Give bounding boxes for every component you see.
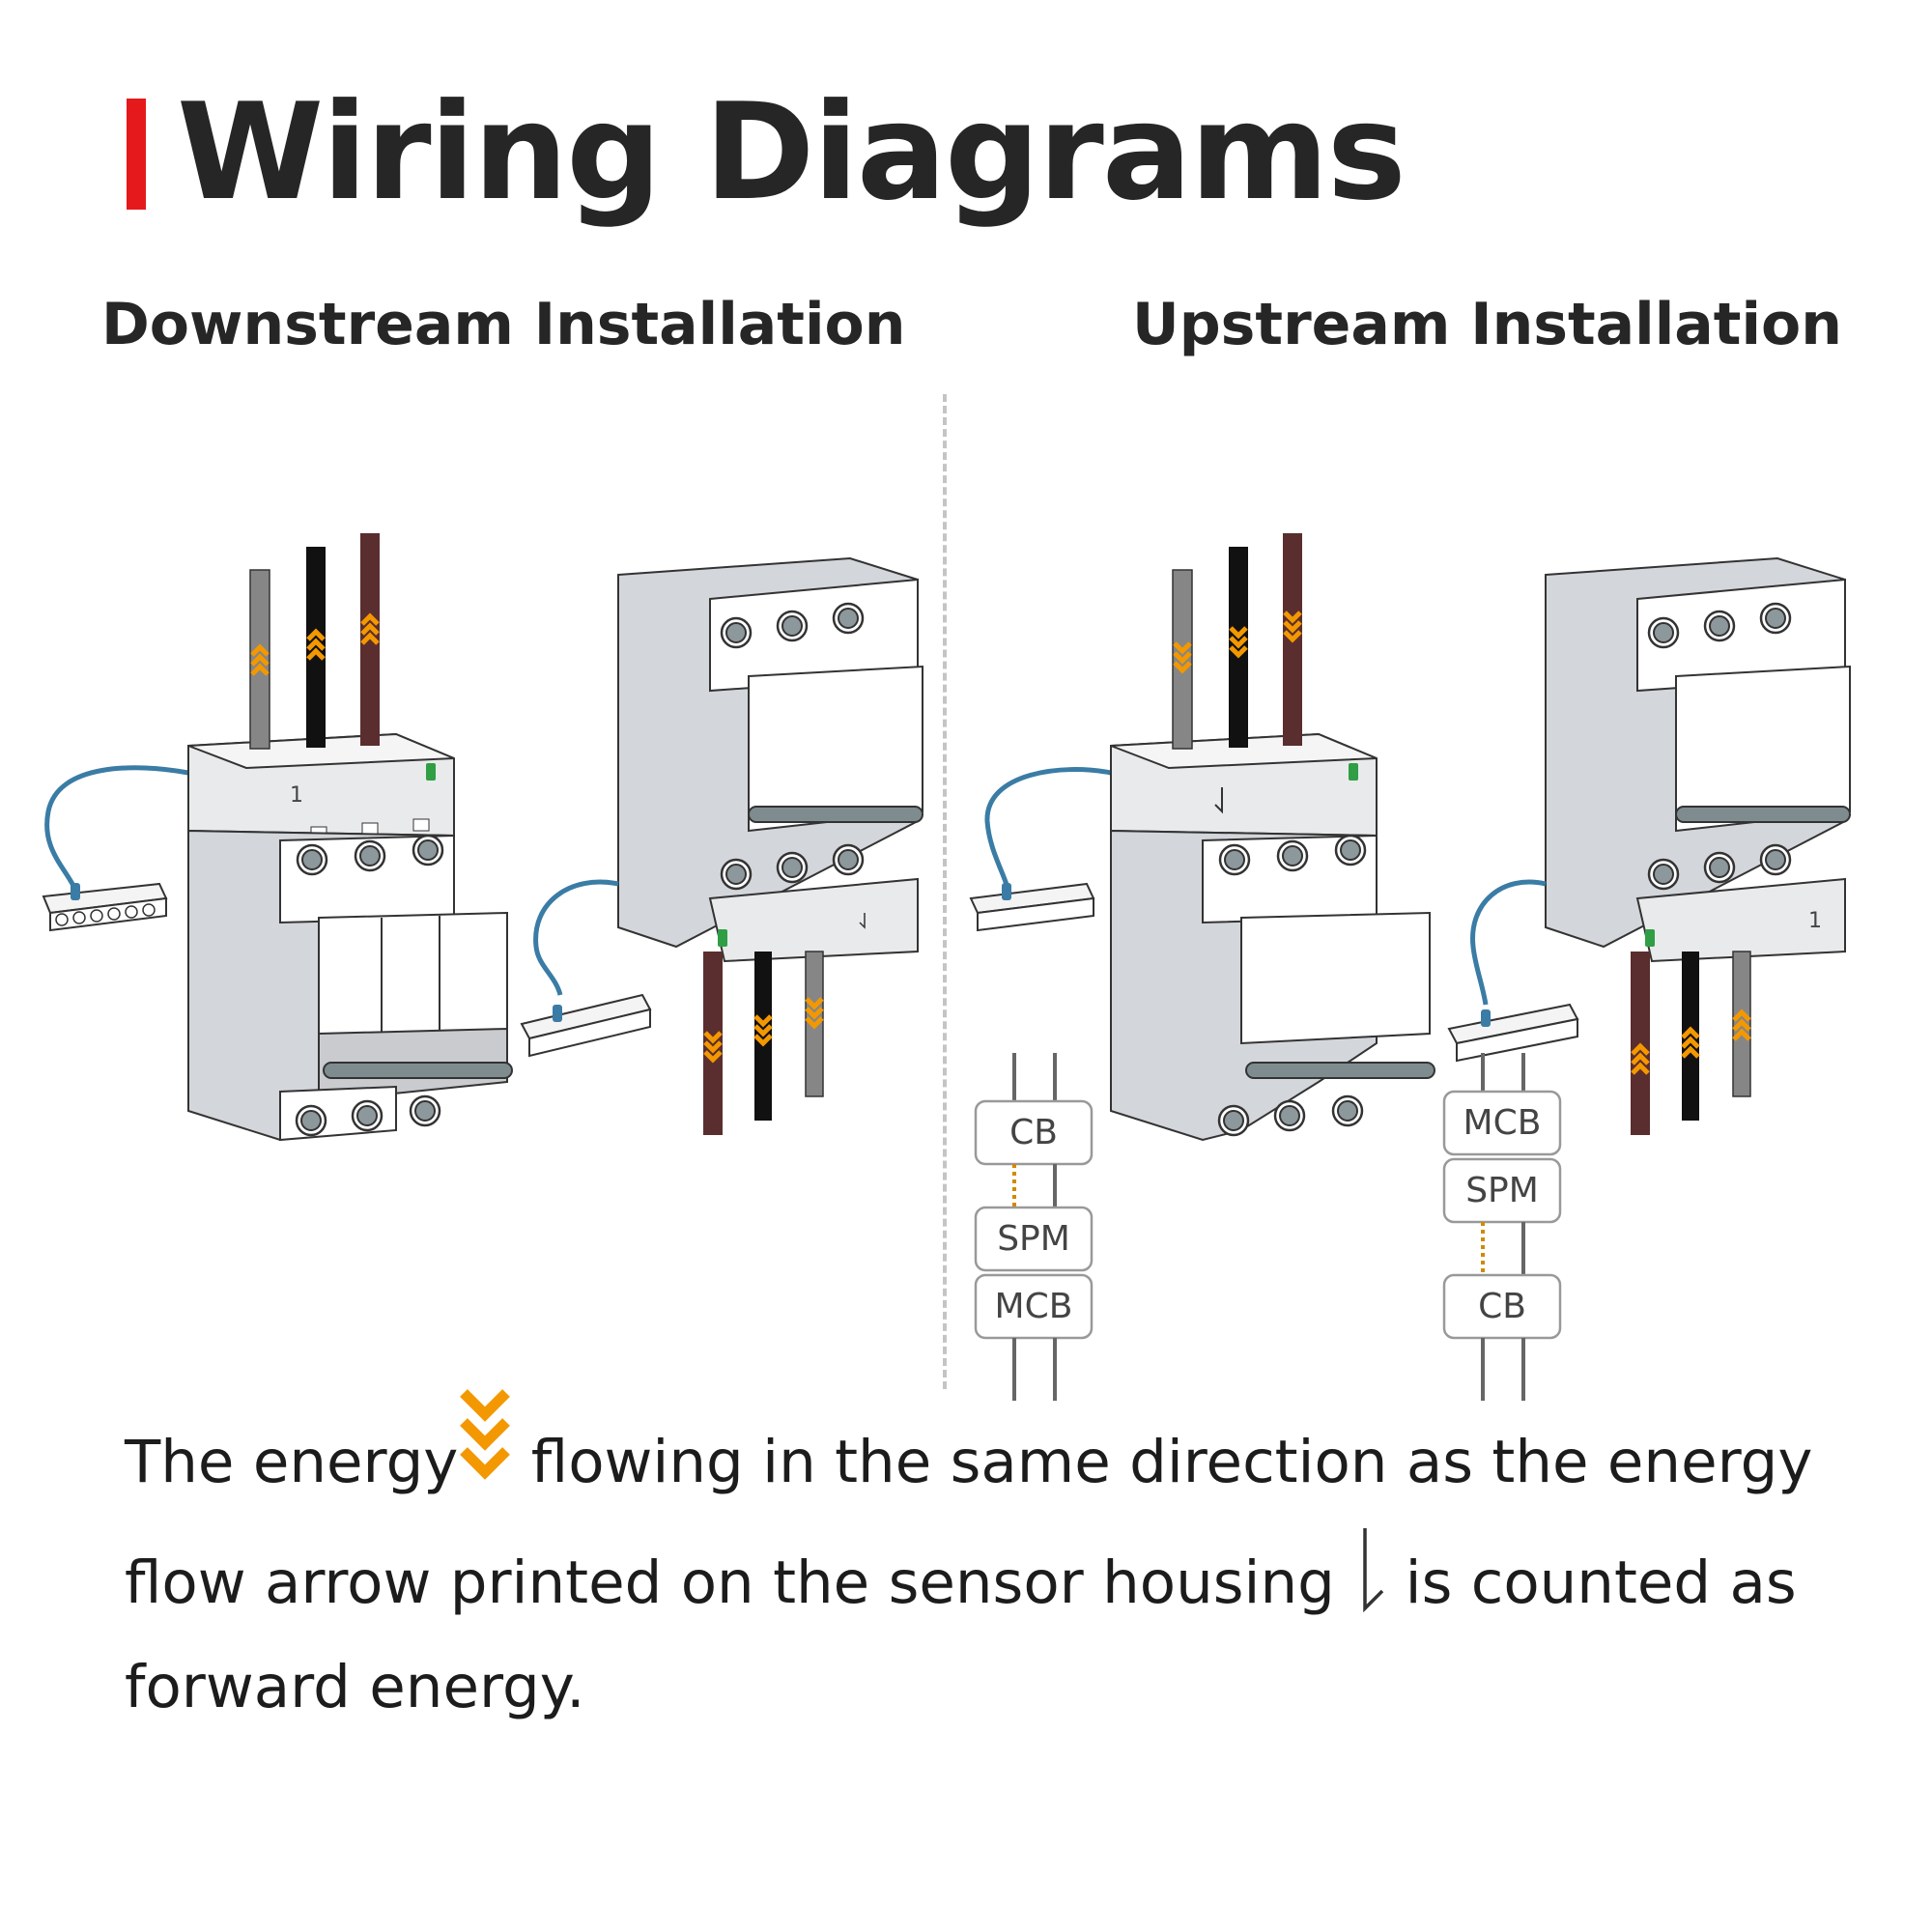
phase-wires-out-upstream (1631, 951, 1750, 1135)
sensor-number: 1 (290, 783, 303, 808)
chain-label-1: MCB (1463, 1103, 1542, 1143)
caption-part-2: flowing in the same direction as the ene… (125, 1428, 1832, 1617)
upstream-chain-diagram: MCB SPM CB (1442, 1053, 1562, 1401)
phase-wires-in-upstream (1172, 533, 1302, 750)
chain-label-1: CB (1009, 1113, 1058, 1152)
ground-terminal-bar (42, 882, 168, 932)
upstream-illustration: 1 (969, 533, 1851, 1142)
circuit-breaker-upstream (1110, 829, 1435, 1142)
breaker-with-sensor-upstream: 1 (1545, 556, 1851, 963)
downstream-chain-diagram: CB SPM MCB (974, 1053, 1094, 1401)
phase-wires-in (249, 533, 380, 750)
section-divider (943, 394, 947, 1389)
phase-wires-out (703, 951, 823, 1135)
downstream-heading: Downstream Installation (101, 291, 906, 358)
energy-arrow-icon (458, 1389, 512, 1523)
breaker-with-sensor (617, 556, 923, 963)
chain-box-3 (974, 1273, 1094, 1340)
chain-box-1 (974, 1099, 1094, 1166)
indicator-led (426, 763, 436, 781)
chain-box-1 (1442, 1090, 1562, 1156)
sensor-module: 1 (187, 732, 455, 839)
sensor-number-upstream: 1 (1808, 909, 1822, 933)
upstream-heading: Upstream Installation (1132, 291, 1842, 358)
ground-wire (44, 765, 189, 895)
chain-label-2: SPM (1465, 1171, 1539, 1210)
chain-box-3 (1442, 1273, 1562, 1340)
chain-box-2 (1442, 1157, 1562, 1224)
housing-arrow-icon (1353, 1523, 1386, 1644)
caption-part-3: is counted as forward energy. (125, 1548, 1816, 1721)
chain-label-3: CB (1478, 1287, 1526, 1326)
downstream-illustration: 1 (42, 533, 923, 1142)
circuit-breaker (187, 829, 513, 1142)
chain-box-2 (974, 1206, 1094, 1272)
ground-terminal-bar-2 (520, 993, 652, 1058)
chain-label-3: MCB (995, 1287, 1073, 1326)
page-title: Wiring Diagrams (177, 74, 1406, 230)
sensor-module-upstream (1110, 732, 1378, 838)
chain-label-2: SPM (997, 1219, 1070, 1259)
title-accent-bar (127, 99, 146, 210)
caption-part-1: The energy (125, 1428, 459, 1496)
ground-wire-2 (533, 879, 619, 996)
caption: The energy flowing in the same direction… (125, 1389, 1863, 1731)
